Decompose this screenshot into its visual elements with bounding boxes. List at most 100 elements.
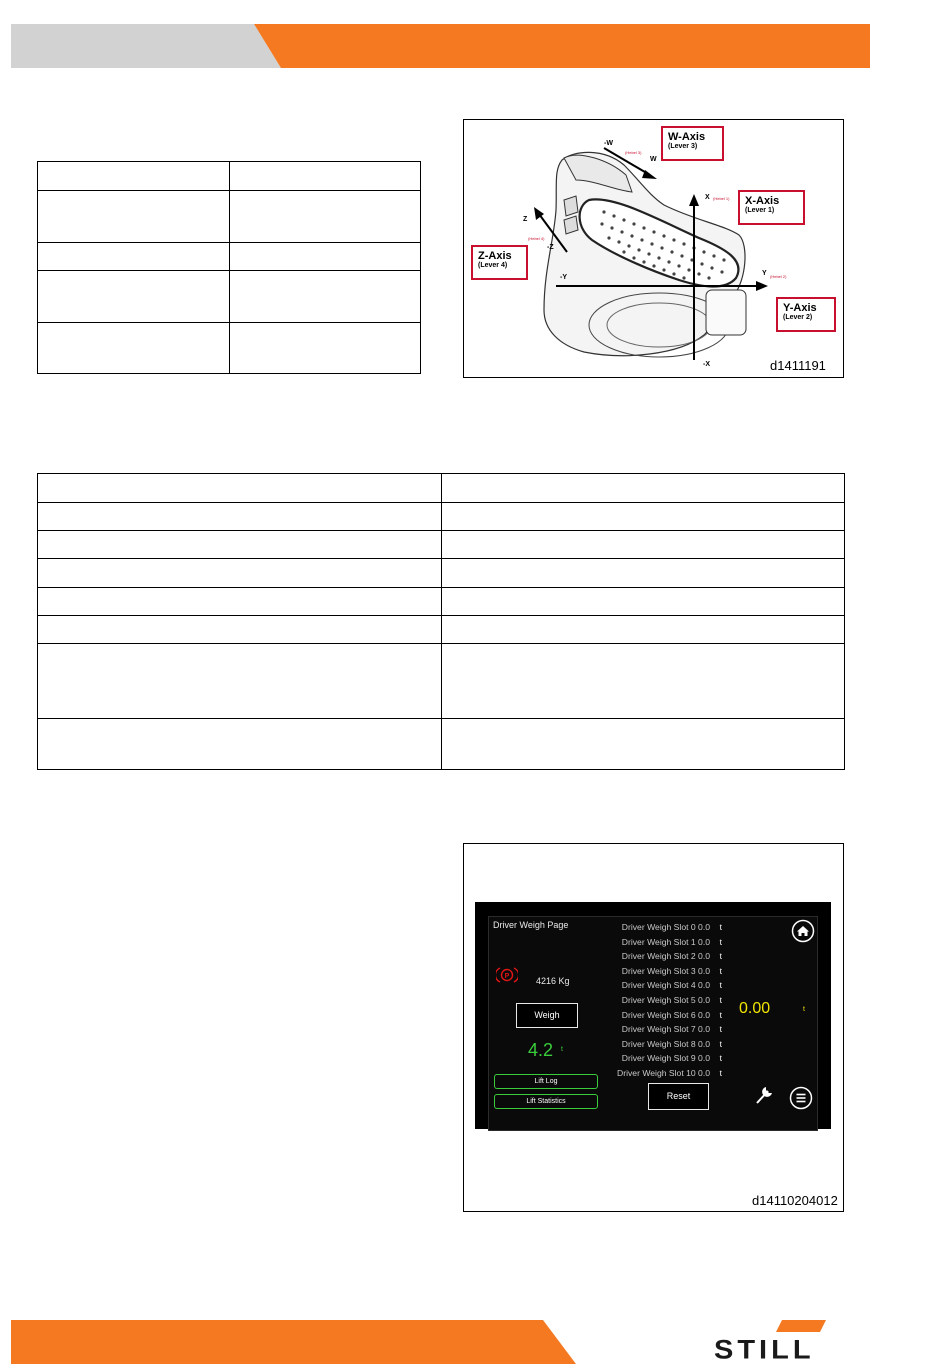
slot-unit: t (719, 965, 722, 976)
table-cell (229, 270, 421, 323)
still-logo-text: STILL (714, 1335, 815, 1365)
table-cell (37, 190, 230, 243)
slot-label: Driver Weigh Slot 1 0.0 (621, 936, 710, 947)
table-cell (37, 270, 230, 323)
slot-unit: t (719, 1038, 722, 1049)
table-cell (229, 190, 421, 243)
z-neg-label: -Z (547, 244, 554, 251)
slot-label: Driver Weigh Slot 9 0.0 (621, 1053, 710, 1064)
z-pos-label: Z (523, 216, 528, 223)
w-hebel-label: (Hebel 3) (625, 150, 642, 155)
weigh-button[interactable]: Weigh (516, 1003, 578, 1028)
joystick-figure: -W W (Hebel 3) X (Hebel 1) -X Y (Hebel 2… (463, 119, 844, 378)
table-cell (229, 161, 421, 191)
table-cell (37, 558, 442, 588)
table-cell (441, 530, 845, 559)
slot-unit: t (719, 980, 722, 991)
weight-readout: 4216 Kg (536, 976, 570, 986)
table-cell (441, 615, 845, 644)
x-axis-callout: X-Axis (Lever 1) (738, 190, 805, 225)
axis-lever: (Lever 4) (478, 262, 508, 269)
axis-name: Y-Axis (783, 302, 817, 314)
slot-unit: t (719, 1024, 722, 1035)
footer-orange-band (11, 1320, 576, 1364)
slot-unit: t (719, 1053, 722, 1064)
slot-label: Driver Weigh Slot 5 0.0 (621, 994, 710, 1005)
home-icon[interactable] (791, 919, 815, 943)
axis-name: X-Axis (745, 195, 780, 207)
table-cell (37, 718, 442, 770)
table-cell (37, 322, 230, 374)
z-hebel-label: (Hebel 4) (528, 236, 545, 241)
table-cell (229, 242, 421, 271)
total-value: 0.00 (739, 1000, 771, 1017)
x-hebel-label: (Hebel 1) (713, 196, 730, 201)
slot-unit: t (719, 951, 722, 962)
list-item: Driver Weigh Slot 4 0.0 t (606, 980, 724, 995)
slot-unit: t (719, 994, 722, 1005)
x-neg-label: -X (703, 361, 710, 368)
reset-button[interactable]: Reset (648, 1083, 709, 1110)
table-cell (441, 718, 845, 770)
w-axis-callout: W-Axis (Lever 3) (661, 126, 724, 161)
list-item: Driver Weigh Slot 9 0.0 t (606, 1053, 724, 1068)
lever-table (37, 161, 421, 374)
slot-unit: t (719, 1067, 722, 1078)
w-pos-label: W (650, 156, 657, 163)
result-unit: t (561, 1046, 563, 1053)
total-unit: t (803, 1006, 805, 1013)
result-value: 4.2 (528, 1040, 554, 1060)
table-cell (37, 242, 230, 271)
table-cell (37, 473, 442, 503)
menu-icon[interactable] (789, 1086, 813, 1110)
y-hebel-label: (Hebel 2) (770, 274, 787, 279)
table-cell (441, 473, 845, 503)
slot-label: Driver Weigh Slot 7 0.0 (621, 1024, 710, 1035)
joystick-drawing (534, 147, 768, 360)
table-cell (37, 161, 230, 191)
slot-label: Driver Weigh Slot 10 0.0 (617, 1067, 710, 1078)
table-cell (37, 615, 442, 644)
x-pos-label: X (705, 194, 710, 201)
table-cell (229, 322, 421, 374)
y-neg-label: -Y (560, 274, 567, 281)
axis-name: W-Axis (668, 131, 706, 143)
figure-id: d1411191 (770, 358, 826, 373)
lift-statistics-button[interactable]: Lift Statistics (494, 1094, 598, 1109)
still-logo: STILL (714, 1320, 870, 1366)
lift-log-button[interactable]: Lift Log (494, 1074, 598, 1089)
axis-name: Z-Axis (478, 250, 512, 262)
slot-label: Driver Weigh Slot 4 0.0 (621, 980, 710, 991)
w-neg-label: -W (604, 140, 613, 147)
slot-label: Driver Weigh Slot 8 0.0 (621, 1038, 710, 1049)
axis-lever: (Lever 1) (745, 207, 775, 214)
table-cell (37, 502, 442, 531)
list-item: Driver Weigh Slot 8 0.0 t (606, 1039, 724, 1054)
y-pos-label: Y (762, 270, 767, 277)
z-axis-callout: Z-Axis (Lever 4) (471, 245, 528, 280)
table-cell (441, 643, 845, 719)
still-logo-mark (776, 1320, 826, 1332)
list-item: Driver Weigh Slot 10 0.0 t (606, 1068, 724, 1083)
table-cell (441, 558, 845, 588)
page-title: Driver Weigh Page (493, 920, 569, 930)
table-cell (441, 502, 845, 531)
header-orange-band (254, 24, 870, 68)
list-item: Driver Weigh Slot 2 0.0 t (606, 951, 724, 966)
y-axis-callout: Y-Axis (Lever 2) (776, 297, 836, 332)
slot-unit: t (719, 922, 722, 932)
table-cell (441, 587, 845, 616)
svg-text:P: P (505, 973, 510, 980)
parking-brake-icon: P (496, 967, 518, 983)
axis-lever: (Lever 2) (783, 314, 813, 321)
function-table (37, 473, 845, 770)
wrench-icon[interactable] (753, 1084, 775, 1106)
slot-label: Driver Weigh Slot 2 0.0 (621, 951, 710, 962)
table-cell (37, 530, 442, 559)
table-cell (37, 643, 442, 719)
